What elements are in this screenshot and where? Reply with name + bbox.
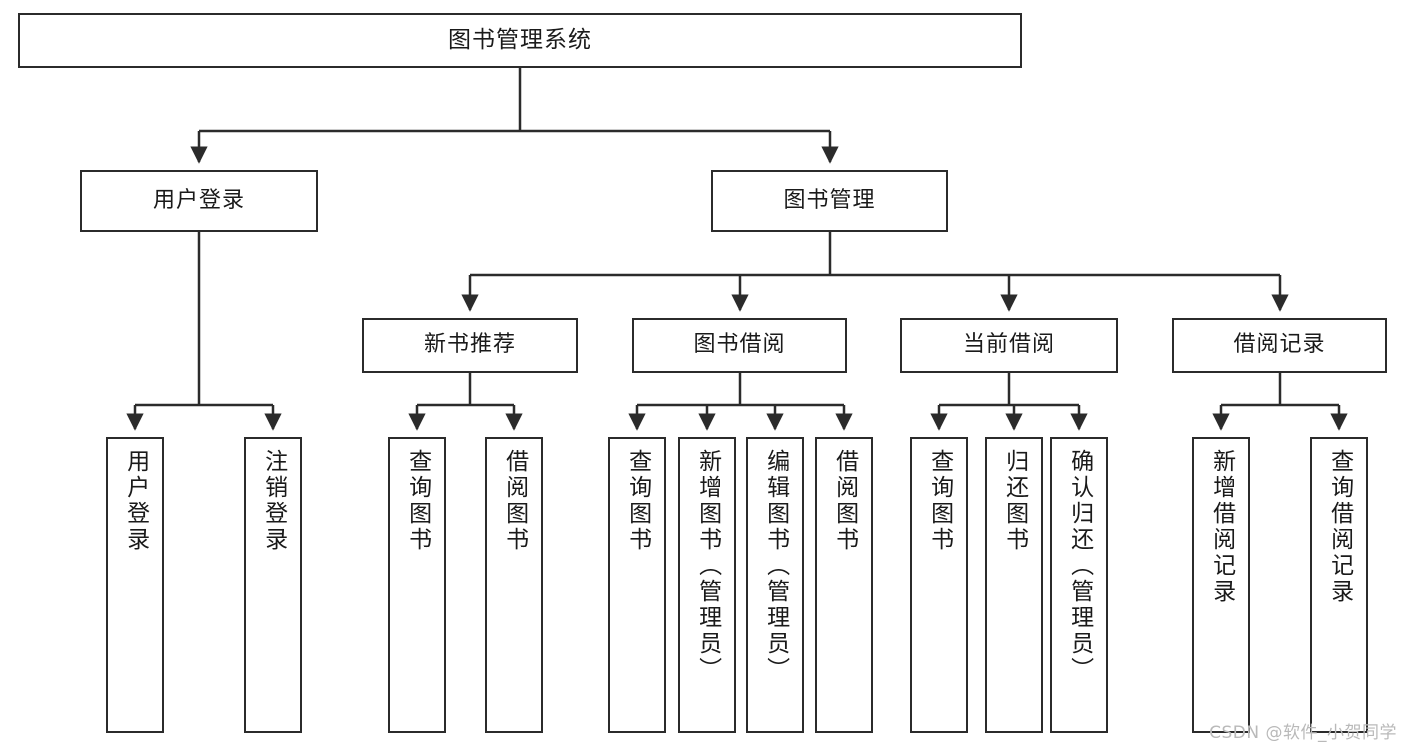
watermark: CSDN @软件_小贺同学 (1209, 723, 1397, 743)
node-user-login[interactable]: 用户登录 (80, 170, 318, 232)
node-label: 新书推荐 (423, 332, 516, 358)
node-label: 用户登录 (152, 187, 245, 213)
leaf-return-book[interactable]: 归还图书 (985, 437, 1043, 733)
leaf-add-book-admin[interactable]: 新增图书（管理员） (678, 437, 736, 733)
leaf-label: 查询图书 (404, 449, 431, 553)
leaf-edit-book-admin[interactable]: 编辑图书（管理员） (746, 437, 804, 733)
leaf-label: 注销登录 (260, 449, 287, 553)
node-label: 借阅记录 (1233, 332, 1326, 358)
leaf-label: 编辑图书（管理员） (762, 449, 789, 683)
leaf-query-book-recommend[interactable]: 查询图书 (388, 437, 446, 733)
node-book-borrow[interactable]: 图书借阅 (632, 318, 847, 373)
node-borrow-record[interactable]: 借阅记录 (1172, 318, 1387, 373)
leaf-add-borrow-record[interactable]: 新增借阅记录 (1192, 437, 1250, 733)
node-label: 图书借阅 (693, 332, 786, 358)
leaf-label: 借阅图书 (501, 449, 528, 553)
leaf-label: 确认归还（管理员） (1066, 449, 1093, 683)
leaf-confirm-return-admin[interactable]: 确认归还（管理员） (1050, 437, 1108, 733)
leaf-label: 新增图书（管理员） (694, 449, 721, 683)
leaf-label: 用户登录 (122, 449, 149, 553)
leaf-label: 归还图书 (1001, 449, 1028, 553)
leaf-label: 借阅图书 (831, 449, 858, 553)
leaf-borrow-book[interactable]: 借阅图书 (815, 437, 873, 733)
leaf-query-book-current[interactable]: 查询图书 (910, 437, 968, 733)
leaf-borrow-book-recommend[interactable]: 借阅图书 (485, 437, 543, 733)
leaf-label: 新增借阅记录 (1208, 449, 1235, 605)
node-label: 图书管理 (783, 187, 876, 213)
leaf-user-logout[interactable]: 注销登录 (244, 437, 302, 733)
node-root-label: 图书管理系统 (448, 26, 592, 53)
node-current-borrow[interactable]: 当前借阅 (900, 318, 1118, 373)
node-label: 当前借阅 (962, 332, 1055, 358)
leaf-label: 查询图书 (926, 449, 953, 553)
leaf-query-book-borrow[interactable]: 查询图书 (608, 437, 666, 733)
node-new-book-recommend[interactable]: 新书推荐 (362, 318, 578, 373)
leaf-query-borrow-record[interactable]: 查询借阅记录 (1310, 437, 1368, 733)
node-root[interactable]: 图书管理系统 (18, 13, 1022, 68)
node-book-management[interactable]: 图书管理 (711, 170, 948, 232)
leaf-label: 查询图书 (624, 449, 651, 553)
leaf-label: 查询借阅记录 (1326, 449, 1353, 605)
leaf-user-login[interactable]: 用户登录 (106, 437, 164, 733)
